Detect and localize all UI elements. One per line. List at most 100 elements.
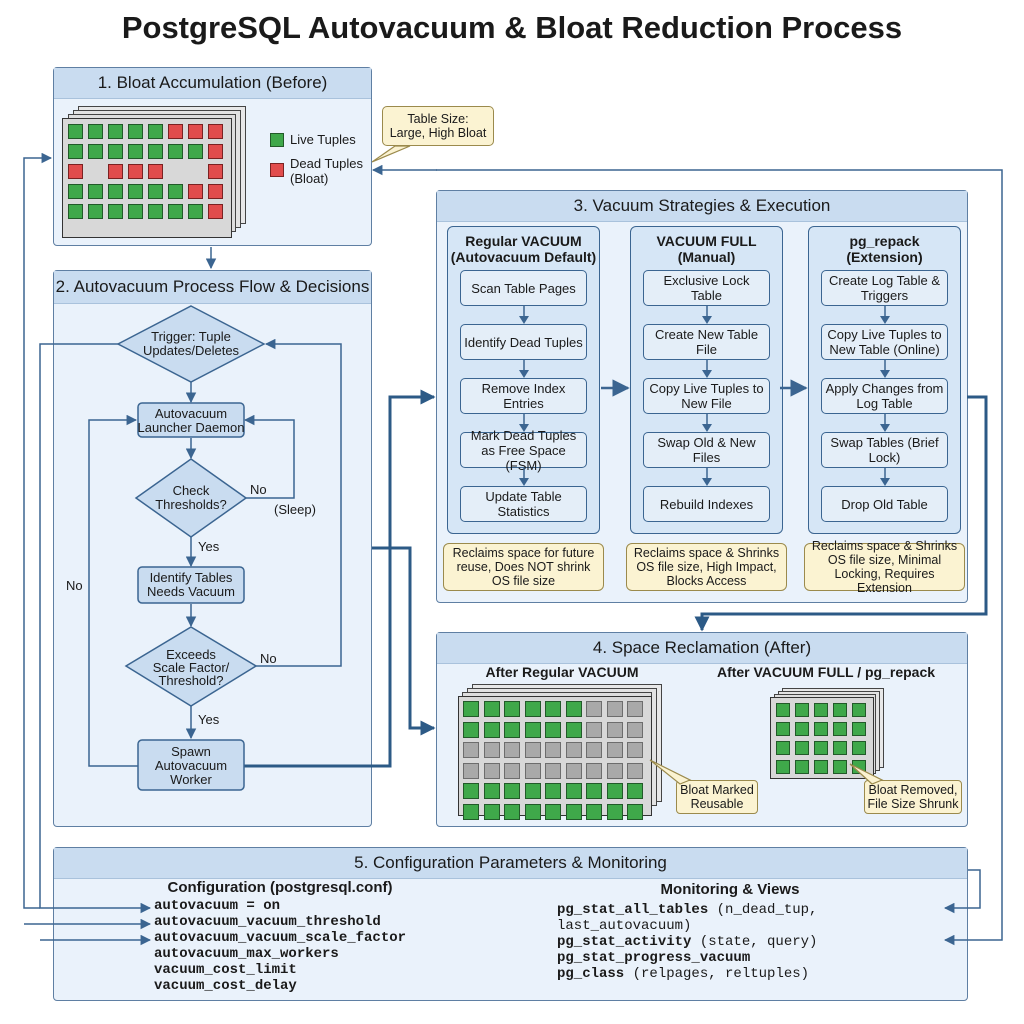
live-tuple [565,721,582,738]
live-tuple [504,721,520,738]
live-tuple [776,741,790,755]
live-tuple [188,204,203,219]
strategy-step: Copy Live Tuples to New File [643,378,770,414]
strategy-step: Remove Index Entries [460,378,587,414]
live-tuple [524,783,541,799]
legend-dead-label: Dead Tuples (Bloat) [290,156,363,186]
dead-tuple [168,124,183,139]
strategy-step: Swap Tables (Brief Lock) [821,432,948,468]
reusable-tuple [606,701,623,717]
reusable-tuple [483,762,500,779]
live-tuple [483,701,500,717]
reusable-tuple [627,762,643,779]
monitor-title: Monitoring & Views [660,881,800,898]
step-arrow [879,360,890,378]
live-tuple [545,721,561,738]
live-tuple [627,783,643,799]
live-tuple [148,184,163,199]
live-tuple [88,144,103,159]
live-tuple [814,703,828,717]
legend-dead-swatch [270,163,284,177]
reusable-tuple [627,742,643,758]
dead-tuple [208,184,223,199]
view-name: pg_stat_activity [557,934,692,950]
live-tuple [545,701,561,717]
strategy-step: Update Table Statistics [460,486,587,522]
live-tuple [833,741,847,755]
strategy-step: Copy Live Tuples to New Table (Online) [821,324,948,360]
live-tuple [504,701,520,717]
step-arrow [518,468,529,486]
live-tuple [88,184,103,199]
dead-tuple [188,184,203,199]
table-stack-after-full [770,688,888,780]
live-tuple [606,803,623,820]
dead-tuple [148,164,163,179]
live-tuple [504,803,520,820]
live-tuple [483,803,500,820]
live-tuple [565,803,582,820]
live-tuple [795,703,809,717]
view-name: pg_stat_all_tables [557,902,709,918]
reusable-tuple [606,721,623,738]
strategy-title: Regular VACUUM(Autovacuum Default) [450,233,597,265]
bloat-removed-callout: Bloat Removed, File Size Shrunk [864,780,962,814]
reusable-tuple [545,742,561,758]
live-tuple [88,204,103,219]
config-param: autovacuum_max_workers [154,946,339,962]
strategy-step: Exclusive Lock Table [643,270,770,306]
step-arrow [701,468,712,486]
tuple-grid-after-regular [458,696,652,820]
reusable-tuple [627,721,643,738]
live-tuple [88,124,103,139]
live-tuple [148,204,163,219]
legend-live-label: Live Tuples [290,132,356,147]
live-tuple [168,204,183,219]
live-tuple [852,760,866,774]
live-tuple [148,144,163,159]
reusable-tuple [545,762,561,779]
live-tuple [545,803,561,820]
strategy-note: Reclaims space & Shrinks OS file size, H… [626,543,787,591]
live-tuple [128,144,143,159]
dead-tuple [208,164,223,179]
reusable-tuple [463,742,479,758]
step-arrow [879,306,890,324]
reusable-tuple [586,762,602,779]
strategy-step: Drop Old Table [821,486,948,522]
live-tuple [795,760,809,774]
after-regular-label: After Regular VACUUM [485,664,639,680]
strategy-step: Scan Table Pages [460,270,587,306]
live-tuple [852,703,866,717]
section-autovacuum-flow: 2. Autovacuum Process Flow & Decisions [53,270,372,827]
reusable-tuple [504,742,520,758]
reusable-tuple [586,721,602,738]
live-tuple [68,204,83,219]
reusable-tuple [504,762,520,779]
strategy-title: pg_repack(Extension) [846,233,923,265]
live-tuple [168,144,183,159]
dead-tuple [68,164,83,179]
strategy-step: Create Log Table & Triggers [821,270,948,306]
reusable-tuple [524,762,541,779]
view-name: pg_stat_progress_vacuum [557,950,751,966]
strategy-step: Identify Dead Tuples [460,324,587,360]
live-tuple [504,783,520,799]
tuple-grid-after-full [770,697,874,779]
strategy-step: Mark Dead Tuples as Free Space (FSM) [460,428,587,473]
live-tuple [814,741,828,755]
step-arrow [701,360,712,378]
table-stack-before [62,106,250,240]
section-title: 1. Bloat Accumulation (Before) [54,68,371,99]
live-tuple [483,721,500,738]
live-tuple [128,184,143,199]
live-tuple [606,783,623,799]
monitor-view: pg_stat_progress_vacuum [557,950,957,966]
strategy-step: Rebuild Indexes [643,486,770,522]
monitor-view: pg_stat_activity (state, query) [557,934,957,950]
live-tuple [545,783,561,799]
dead-tuple [108,164,123,179]
live-tuple [128,204,143,219]
live-tuple [795,741,809,755]
reusable-tuple [565,742,582,758]
